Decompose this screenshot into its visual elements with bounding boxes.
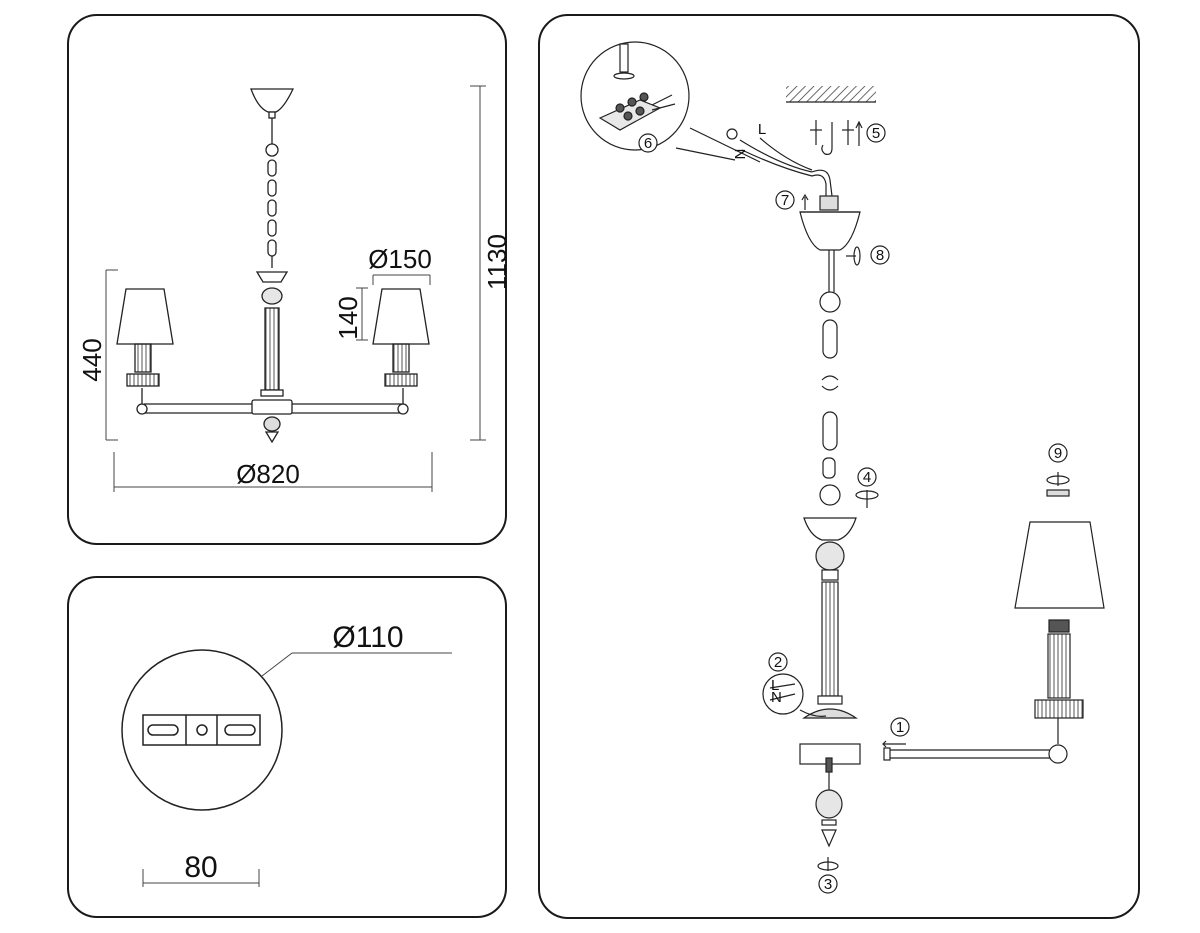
step-numbers [638, 123, 1068, 894]
step-2-label: 2 [774, 654, 782, 671]
step-8-label: 8 [876, 247, 884, 264]
terminal-block-detail [580, 41, 761, 163]
canopy-dimension-lines [142, 652, 452, 887]
step-3-label: 3 [824, 876, 832, 893]
bracket-length-label: 80 [184, 851, 217, 884]
step-1-label: 1 [896, 719, 904, 736]
step-9-label: 9 [1054, 445, 1062, 462]
step-6-label: 6 [644, 135, 652, 152]
overall-diameter-label: Ø820 [236, 459, 300, 489]
mounting-hardware [810, 120, 863, 155]
overall-height-label: 1130 [482, 234, 512, 290]
chandelier-drawing [116, 88, 430, 444]
step2-wire-detail [762, 673, 827, 717]
supply-wires [726, 128, 833, 197]
ceiling-hatch [786, 86, 876, 102]
canopy-diameter-label: Ø110 [332, 621, 403, 654]
step-5-label: 5 [872, 125, 880, 142]
canopy-plate-drawing [121, 649, 283, 811]
body-height-label: 440 [77, 338, 107, 381]
dimension-panel [67, 14, 507, 545]
shade-diameter-label: Ø150 [368, 244, 432, 274]
neutral-wire-label: N [731, 149, 748, 160]
step-marks [801, 193, 1070, 871]
dimension-lines [105, 85, 486, 492]
step2-live-label: L [771, 677, 779, 694]
assembly-column [799, 517, 861, 848]
assembly-lamp-arm [883, 521, 1105, 764]
step-4-label: 4 [863, 469, 871, 486]
live-wire-label: L [758, 121, 766, 138]
assembly-panel [538, 14, 1140, 919]
assembly-canopy [799, 195, 861, 506]
step2-neutral-label: N [771, 689, 782, 706]
shade-height-label: 140 [333, 296, 363, 339]
step-7-label: 7 [781, 192, 789, 209]
